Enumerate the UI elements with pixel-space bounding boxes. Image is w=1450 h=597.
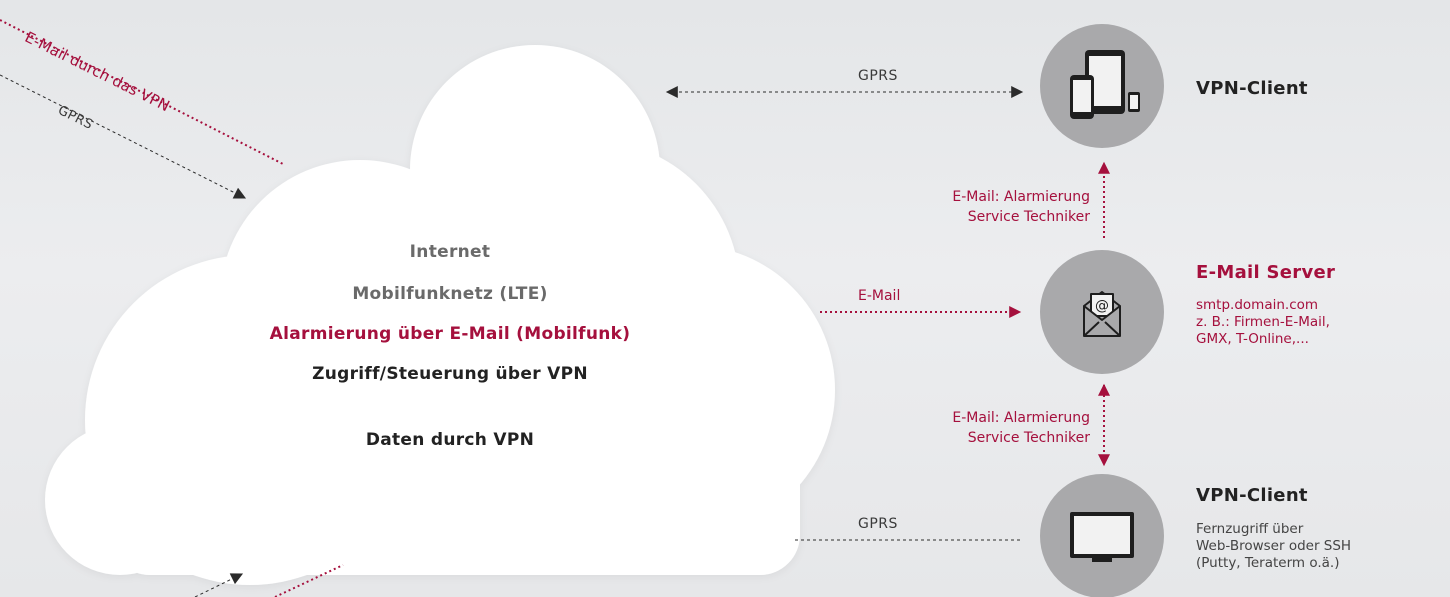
vpn-client-bottom-line1: Fernzugriff über <box>1196 521 1304 537</box>
vpn-client-bottom-line3: (Putty, Teraterm o.ä.) <box>1196 555 1340 571</box>
alert-bottom-line2: Service Techniker <box>967 430 1090 446</box>
alert-top-label: E-Mail: Alarmierung Service Techniker <box>900 187 1090 227</box>
alert-top-line2: Service Techniker <box>967 209 1090 225</box>
alert-bottom-line1: E-Mail: Alarmierung <box>952 410 1090 426</box>
gprs-bottom-label: GPRS <box>858 516 898 532</box>
email-server-line3: GMX, T-Online,... <box>1196 331 1309 347</box>
vpn-client-top-title: VPN-Client <box>1196 78 1308 99</box>
cloud-vpn-data: Daten durch VPN <box>365 430 535 450</box>
devices-icon <box>1070 50 1140 119</box>
email-server-details: smtp.domain.com z. B.: Firmen-E-Mail, GM… <box>1196 297 1330 348</box>
vpn-client-bottom-details: Fernzugriff über Web-Browser oder SSH (P… <box>1196 521 1351 572</box>
vpn-client-bottom-line2: Web-Browser oder SSH <box>1196 538 1352 554</box>
email-server-line1: smtp.domain.com <box>1196 297 1319 313</box>
bottom-left-dark-arrow <box>194 573 244 597</box>
email-vpn-arrow <box>0 19 286 166</box>
gprs-top-label: GPRS <box>858 68 898 84</box>
email-mid-label: E-Mail <box>858 288 901 304</box>
email-server-line2: z. B.: Firmen-E-Mail, <box>1196 314 1330 330</box>
cloud-email-alert: Alarmierung über E-Mail (Mobilfunk) <box>269 324 631 344</box>
cloud-shape <box>45 45 835 585</box>
svg-text:@: @ <box>1095 298 1109 314</box>
cloud-vpn-access: Zugriff/Steuerung über VPN <box>312 364 588 384</box>
email-server-title: E-Mail Server <box>1196 262 1336 283</box>
cloud-internet: Internet <box>409 242 491 262</box>
vpn-client-bottom-title: VPN-Client <box>1196 485 1308 506</box>
alert-top-line1: E-Mail: Alarmierung <box>952 189 1090 205</box>
gprs-left-arrow <box>0 74 247 199</box>
alert-bottom-label: E-Mail: Alarmierung Service Techniker <box>900 408 1090 448</box>
envelope-at-icon: @ <box>1083 291 1121 337</box>
monitor-icon <box>1070 512 1134 562</box>
cloud-mobile-network: Mobilfunknetz (LTE) <box>352 284 548 304</box>
